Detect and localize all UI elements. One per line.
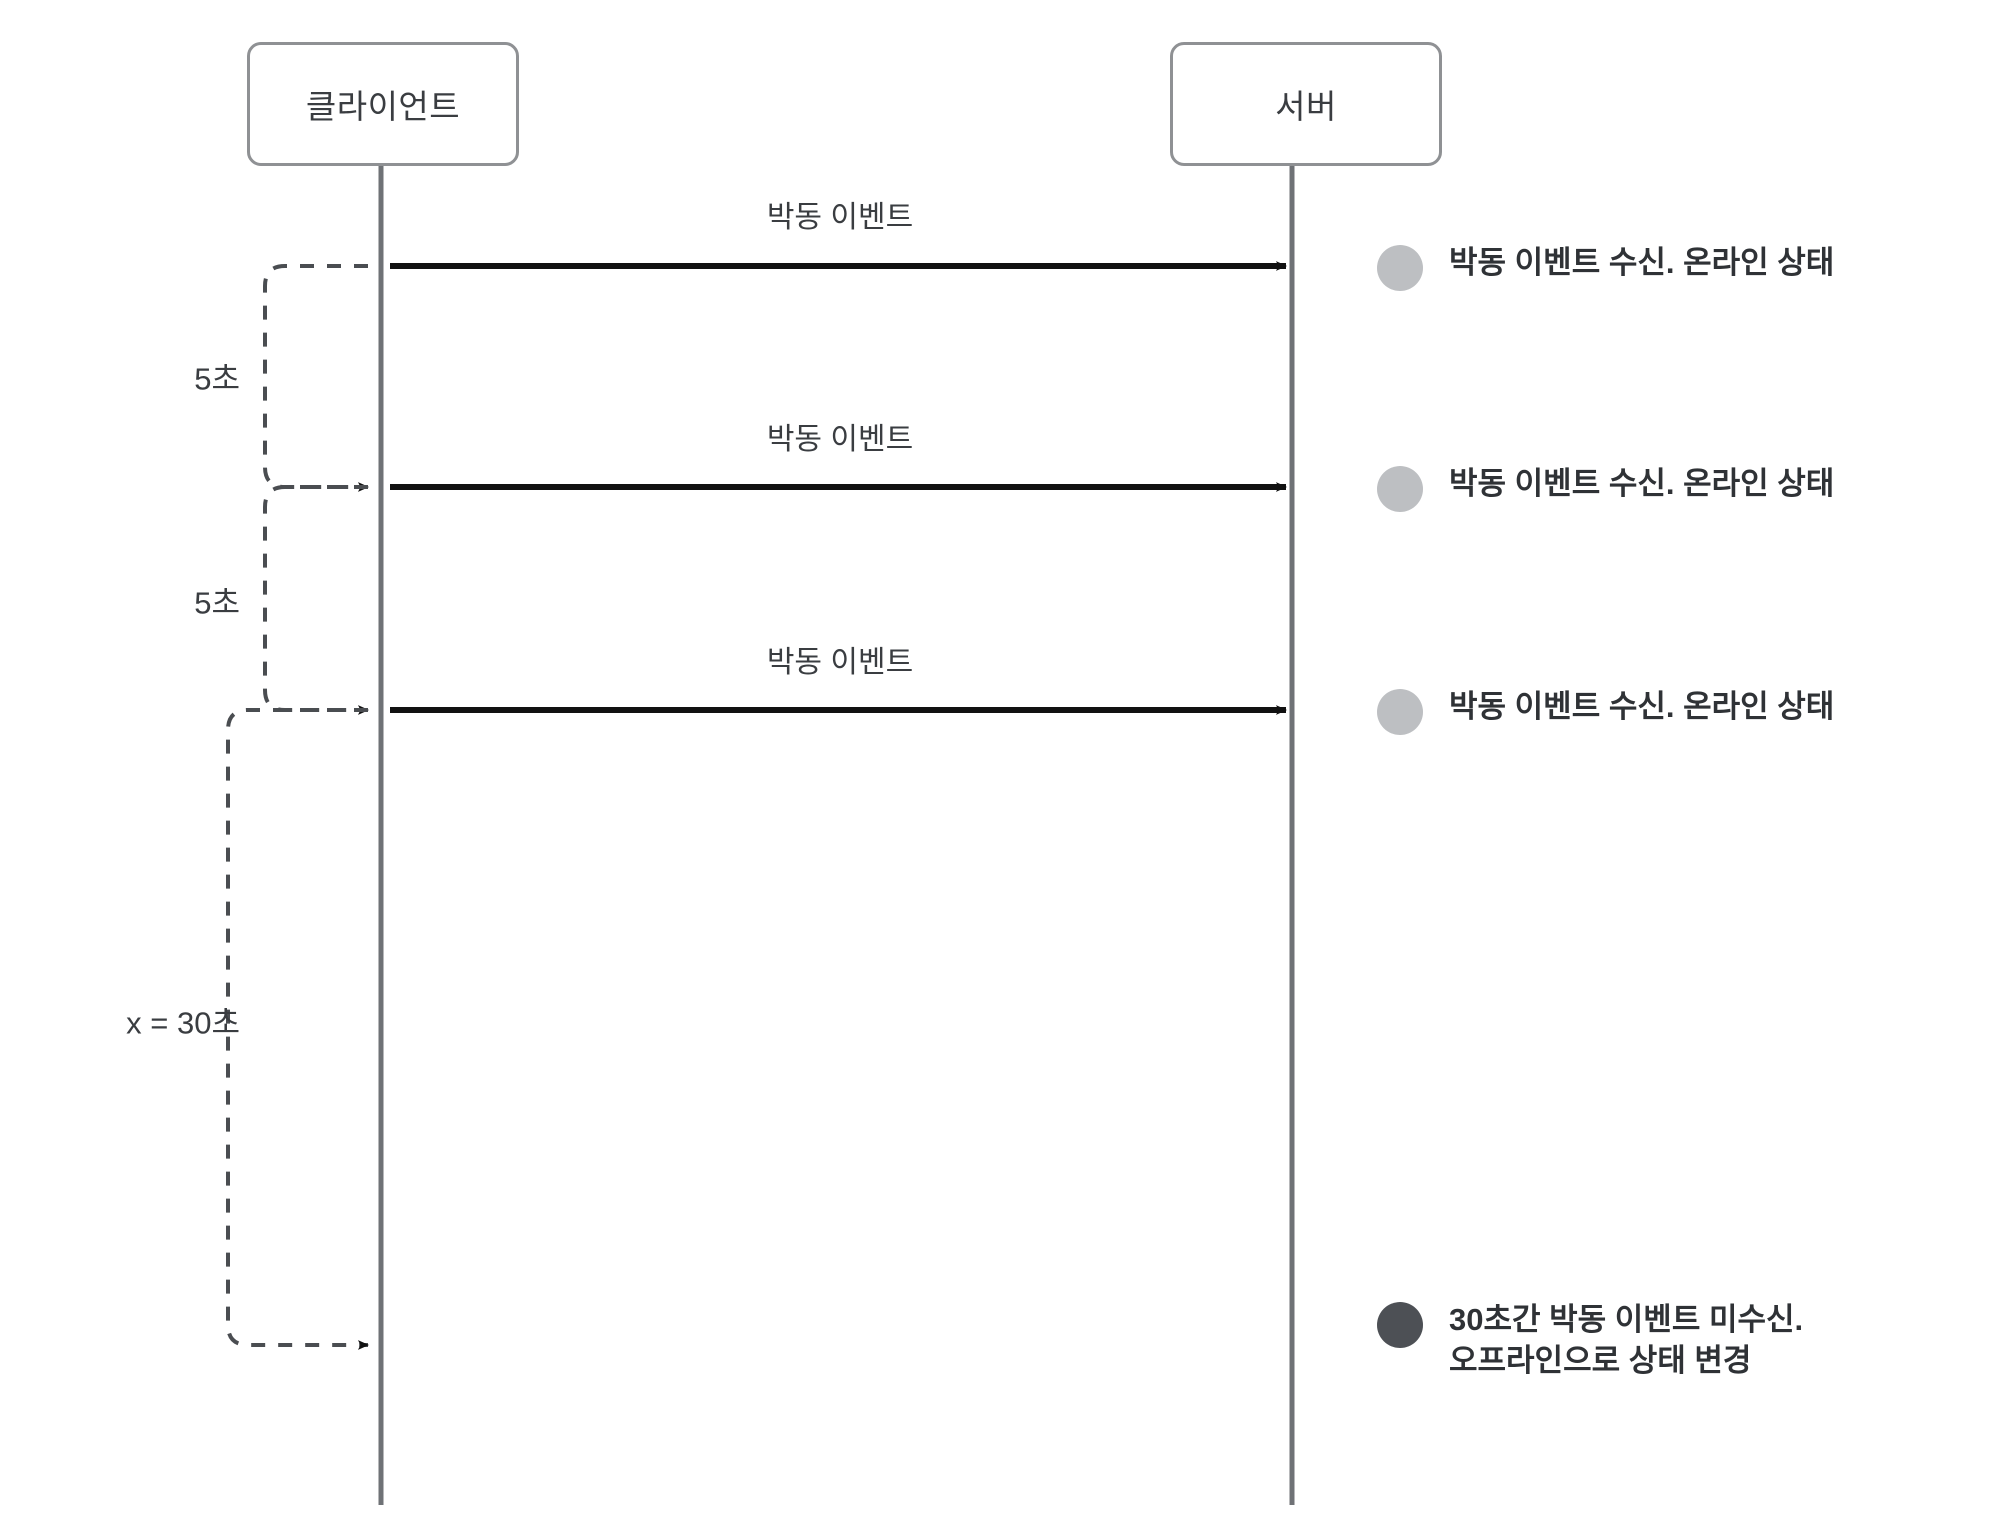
status-offline-dot-icon [1377, 1302, 1423, 1348]
interval-label-timeout: x = 30초 [126, 1005, 240, 1041]
self-loop-timeout [226, 708, 369, 1350]
participant-box-client[interactable]: 클라이언트 [247, 42, 519, 166]
status-note-text: 박동 이벤트 수신. 온라인 상태 [1449, 689, 1835, 724]
status-online-dot-icon [1377, 689, 1423, 735]
status-note-online-1: 박동 이벤트 수신. 온라인 상태 [1377, 243, 1834, 291]
self-loop-interval-2 [263, 485, 369, 715]
interval-label-5s-first: 5초 [194, 361, 240, 397]
status-note-text: 30초간 박동 이벤트 미수신. 오프라인으로 상태 변경 [1449, 1302, 1804, 1378]
status-note-text: 박동 이벤트 수신. 온라인 상태 [1449, 466, 1835, 501]
message-label-heartbeat-2: 박동 이벤트 [766, 423, 914, 456]
status-note-online-2: 박동 이벤트 수신. 온라인 상태 [1377, 464, 1834, 512]
participant-label-client: 클라이언트 [305, 88, 461, 125]
interval-label-5s-second: 5초 [194, 585, 240, 621]
participant-box-server[interactable]: 서버 [1170, 42, 1442, 166]
message-label-heartbeat-3: 박동 이벤트 [766, 646, 914, 679]
participant-label-server: 서버 [1275, 88, 1337, 125]
message-label-heartbeat-1: 박동 이벤트 [766, 201, 914, 234]
status-note-text: 박동 이벤트 수신. 온라인 상태 [1449, 245, 1835, 280]
status-online-dot-icon [1377, 466, 1423, 512]
status-note-offline: 30초간 박동 이벤트 미수신. 오프라인으로 상태 변경 [1377, 1300, 1803, 1382]
status-online-dot-icon [1377, 245, 1423, 291]
self-loop-interval-1 [263, 264, 369, 492]
status-note-online-3: 박동 이벤트 수신. 온라인 상태 [1377, 687, 1834, 735]
